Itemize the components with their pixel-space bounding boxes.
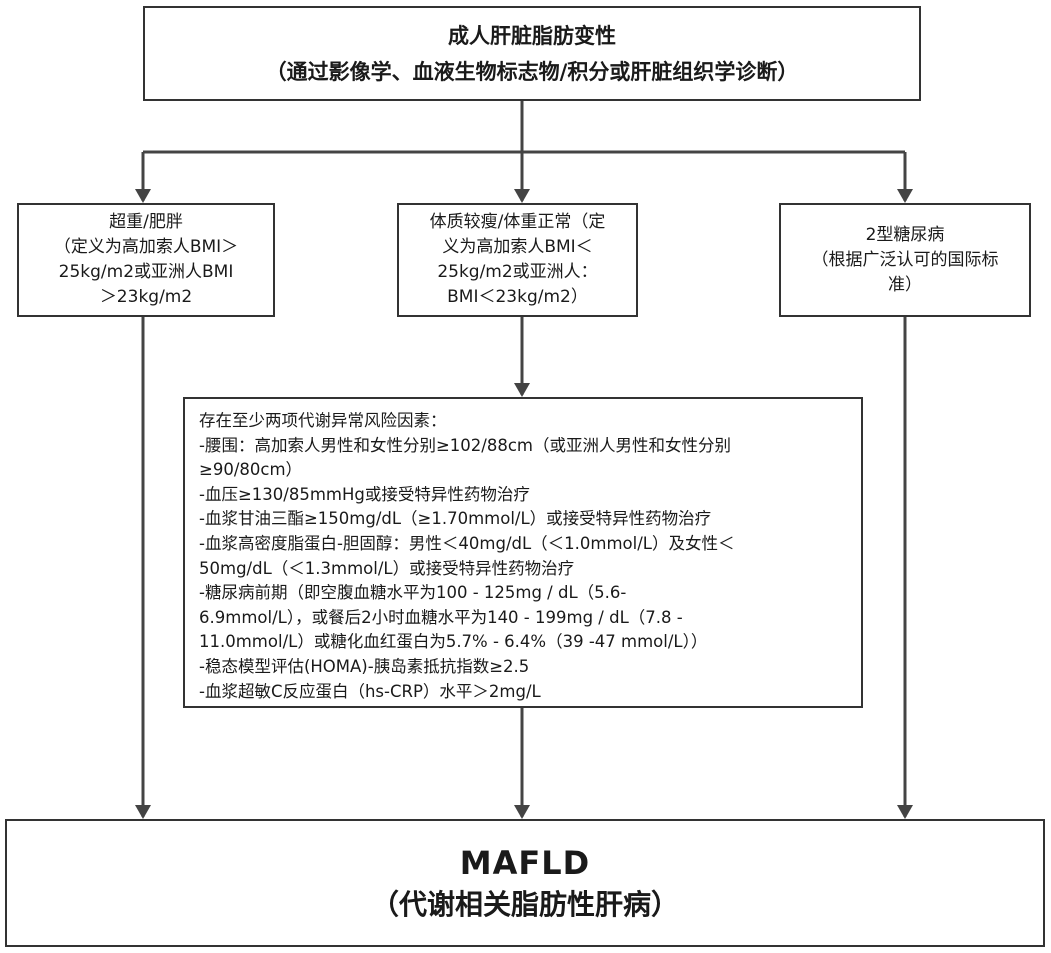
hepatic-steatosis-box: 成人肝脏脂肪变性 （通过影像学、血液生物标志物/积分或肝脏组织学诊断） <box>143 6 921 101</box>
diabetes-line-1: 2型糖尿病 <box>865 224 945 245</box>
risk-waist: -腰围：高加索人男性和女性分别≥102/88cm（或亚洲人男性和女性分别 <box>199 435 731 455</box>
risk-homa-ir: -稳态模型评估(HOMA)-胰岛素抵抗指数≥2.5 <box>199 656 530 676</box>
lean-line-3: 25kg/m2或亚洲人： <box>437 262 598 282</box>
mafld-box: MAFLD （代谢相关脂肪性肝病） <box>5 819 1045 947</box>
hepatic-steatosis-title: 成人肝脏脂肪变性 <box>448 23 616 48</box>
mafld-subtitle: （代谢相关脂肪性肝病） <box>370 888 679 921</box>
risk-hs-crp: -血浆超敏C反应蛋白（hs-CRP）水平＞2mg/L <box>199 681 541 701</box>
lean-line-1: 体质较瘦/体重正常（定 <box>429 212 606 232</box>
hepatic-steatosis-subtitle: （通过影像学、血液生物标志物/积分或肝脏组织学诊断） <box>265 59 799 84</box>
overweight-line-3: 25kg/m2或亚洲人BMI <box>58 262 234 282</box>
risk-waist-cont: ≥90/80cm） <box>199 460 303 480</box>
risk-hdl: -血浆高密度脂蛋白-胆固醇：男性＜40mg/dL（＜1.0mmol/L）及女性＜ <box>199 533 735 553</box>
mafld-title: MAFLD <box>459 844 591 882</box>
overweight-line-2: （定义为高加索人BMI＞ <box>53 237 239 257</box>
risk-triglycerides: -血浆甘油三酯≥150mg/dL（≥1.70mmol/L）或接受特异性药物治疗 <box>199 509 712 529</box>
metabolic-risk-factors-box: 存在至少两项代谢异常风险因素： -腰围：高加索人男性和女性分别≥102/88cm… <box>183 397 863 708</box>
diabetes-line-2: （根据广泛认可的国际标 <box>811 249 999 270</box>
risk-heading: 存在至少两项代谢异常风险因素： <box>199 411 447 430</box>
overweight-obesity-box: 超重/肥胖 （定义为高加索人BMI＞ 25kg/m2或亚洲人BMI ＞23kg/… <box>17 203 275 317</box>
type2-diabetes-box: 2型糖尿病 （根据广泛认可的国际标 准） <box>779 203 1031 317</box>
overweight-line-1: 超重/肥胖 <box>109 212 183 232</box>
risk-prediabetes: -糖尿病前期（即空腹血糖水平为100 - 125mg / dL（5.6- <box>199 583 627 603</box>
lean-normal-weight-box: 体质较瘦/体重正常（定 义为高加索人BMI＜ 25kg/m2或亚洲人： BMI＜… <box>397 203 638 317</box>
risk-prediabetes-cont-2: 11.0mmol/L）或糖化血红蛋白为5.7% - 6.4%（39 -47 mm… <box>199 632 708 652</box>
lean-line-2: 义为高加索人BMI＜ <box>442 237 593 257</box>
risk-hdl-cont: 50mg/dL（＜1.3mmol/L）或接受特异性药物治疗 <box>199 558 575 578</box>
diabetes-line-3: 准） <box>888 274 922 295</box>
risk-blood-pressure: -血压≥130/85mmHg或接受特异性药物治疗 <box>199 484 530 504</box>
risk-prediabetes-cont-1: 6.9mmol/L），或餐后2小时血糖水平为140 - 199mg / dL（7… <box>199 607 683 627</box>
overweight-line-4: ＞23kg/m2 <box>99 287 193 307</box>
lean-line-4: BMI＜23kg/m2） <box>447 287 588 307</box>
